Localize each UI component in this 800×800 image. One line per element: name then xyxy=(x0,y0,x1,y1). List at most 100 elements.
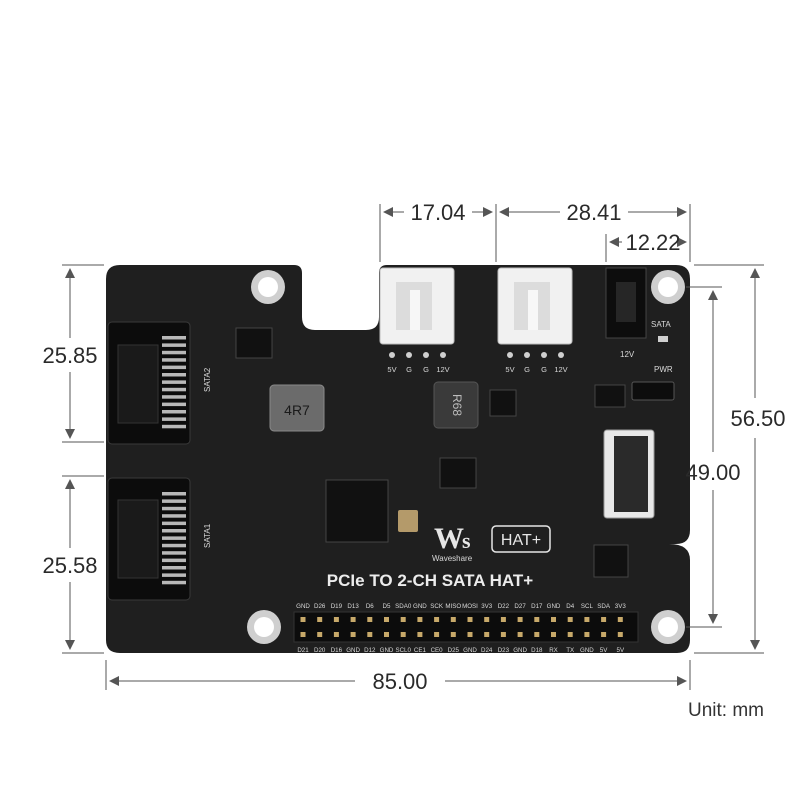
sata-pin xyxy=(162,521,186,526)
dim-sata1-height: 25.58 xyxy=(42,553,97,578)
power-pin-pad xyxy=(389,352,395,358)
gpio-pin xyxy=(434,617,440,622)
gpio-pin xyxy=(467,617,473,622)
gpio-pin xyxy=(400,617,406,622)
gpio-pin xyxy=(601,632,607,637)
gpio-pin xyxy=(317,617,323,622)
power-pin-label: G xyxy=(524,365,530,374)
gpio-pin-label: D12 xyxy=(364,647,376,654)
sata-pin xyxy=(162,558,186,563)
sata-pin xyxy=(162,543,186,548)
power-pin-pad xyxy=(423,352,429,358)
sata-pin xyxy=(162,350,186,355)
gpio-pin-label: D25 xyxy=(448,647,460,654)
svg-text:s: s xyxy=(462,528,471,553)
svg-text:W: W xyxy=(434,522,464,555)
inductor-r68: R68 xyxy=(433,381,479,429)
sata2-connector xyxy=(107,321,191,445)
gpio-pin-label: SCL xyxy=(581,603,594,610)
board-title: PCIe TO 2-CH SATA HAT+ xyxy=(327,571,533,590)
sata1-label: SATA1 xyxy=(203,523,212,548)
ic-regulator xyxy=(489,389,517,417)
sata-pin xyxy=(162,492,186,496)
inductor-4r7-label: 4R7 xyxy=(284,402,310,418)
gpio-pin xyxy=(500,632,506,637)
gpio-pin-label: 3V3 xyxy=(481,603,493,610)
gpio-pin xyxy=(500,617,506,622)
gpio-pin xyxy=(333,617,339,622)
gpio-pin xyxy=(534,632,540,637)
gpio-pin-label: GND xyxy=(513,647,527,654)
gpio-pin xyxy=(333,632,339,637)
dim-height-total: 56.50 xyxy=(730,406,785,431)
unit-label: Unit: mm xyxy=(688,700,764,721)
power-pin-label: 5V xyxy=(505,365,514,374)
sata-pin xyxy=(162,380,186,384)
sata-pin xyxy=(162,343,186,347)
sata-pin xyxy=(162,573,186,577)
gpio-pin xyxy=(534,617,540,622)
gpio-pin-label: MOSI xyxy=(462,603,478,610)
gpio-pin xyxy=(367,632,373,637)
power-pin-pad xyxy=(406,352,412,358)
gpio-pin-label: D16 xyxy=(331,647,343,654)
dim-sata2-height: 25.85 xyxy=(42,343,97,368)
sata-pin xyxy=(162,506,186,511)
power-pin-pad xyxy=(558,352,564,358)
gpio-pin-label: D23 xyxy=(498,647,510,654)
sata-pin xyxy=(162,424,186,429)
sata1-connector xyxy=(107,477,191,601)
gpio-pin xyxy=(567,617,573,622)
gpio-pin-label: RX xyxy=(549,647,558,654)
sata-pin xyxy=(162,410,186,414)
gpio-pin-label: GND xyxy=(296,603,310,610)
gpio-pin-label: D19 xyxy=(331,603,343,610)
sata-pin xyxy=(162,358,186,362)
ic-right xyxy=(594,384,626,408)
gpio-pin-label: SCK xyxy=(430,603,444,610)
gpio-pin-label: D18 xyxy=(531,647,543,654)
mounting-hole-top-left xyxy=(251,270,285,304)
gpio-pin xyxy=(567,632,573,637)
dim-gap-right: 28.41 xyxy=(566,200,621,225)
ic-bottom-right xyxy=(593,544,629,578)
sata-pin xyxy=(162,529,186,533)
gpio-pin xyxy=(350,617,356,622)
power-pin-pad xyxy=(524,352,530,358)
gpio-pin-label: 3V3 xyxy=(615,603,627,610)
sata-pin xyxy=(162,499,186,503)
power-pin-label: 12V xyxy=(436,365,449,374)
gpio-pin-label: CE1 xyxy=(414,647,427,654)
gpio-pin-label: D13 xyxy=(347,603,359,610)
gpio-pin-label: D26 xyxy=(314,603,326,610)
power-pin-label: 12V xyxy=(554,365,567,374)
gpio-pin xyxy=(484,632,490,637)
jack-label: 12V xyxy=(620,350,635,359)
hat-badge-frame xyxy=(491,525,551,553)
inductor-4r7: 4R7 xyxy=(269,384,325,432)
sata-led xyxy=(658,336,668,342)
power-pin-labels-2: 5V G G 12V xyxy=(505,352,568,374)
gpio-pin-label: CE0 xyxy=(431,647,444,654)
gpio-pin xyxy=(551,617,556,622)
power-pin-label: G xyxy=(541,365,547,374)
gpio-pin-label: D6 xyxy=(366,603,374,610)
crystal-oscillator xyxy=(398,510,418,532)
sata-pin xyxy=(162,365,186,370)
dim-jack-width: 12.22 xyxy=(625,230,680,255)
dim-width-total: 85.00 xyxy=(372,669,427,694)
gpio-pin-label: D21 xyxy=(297,647,309,654)
gpio-pin xyxy=(384,632,389,637)
gpio-pin xyxy=(450,617,456,622)
gpio-pin-label: SDA xyxy=(597,603,611,610)
gpio-pin xyxy=(417,617,423,622)
sata-pin xyxy=(162,514,186,518)
sata-pin xyxy=(162,566,186,570)
gpio-pin xyxy=(350,632,356,637)
gpio-pin xyxy=(417,632,423,637)
ffc-connector xyxy=(603,429,655,519)
